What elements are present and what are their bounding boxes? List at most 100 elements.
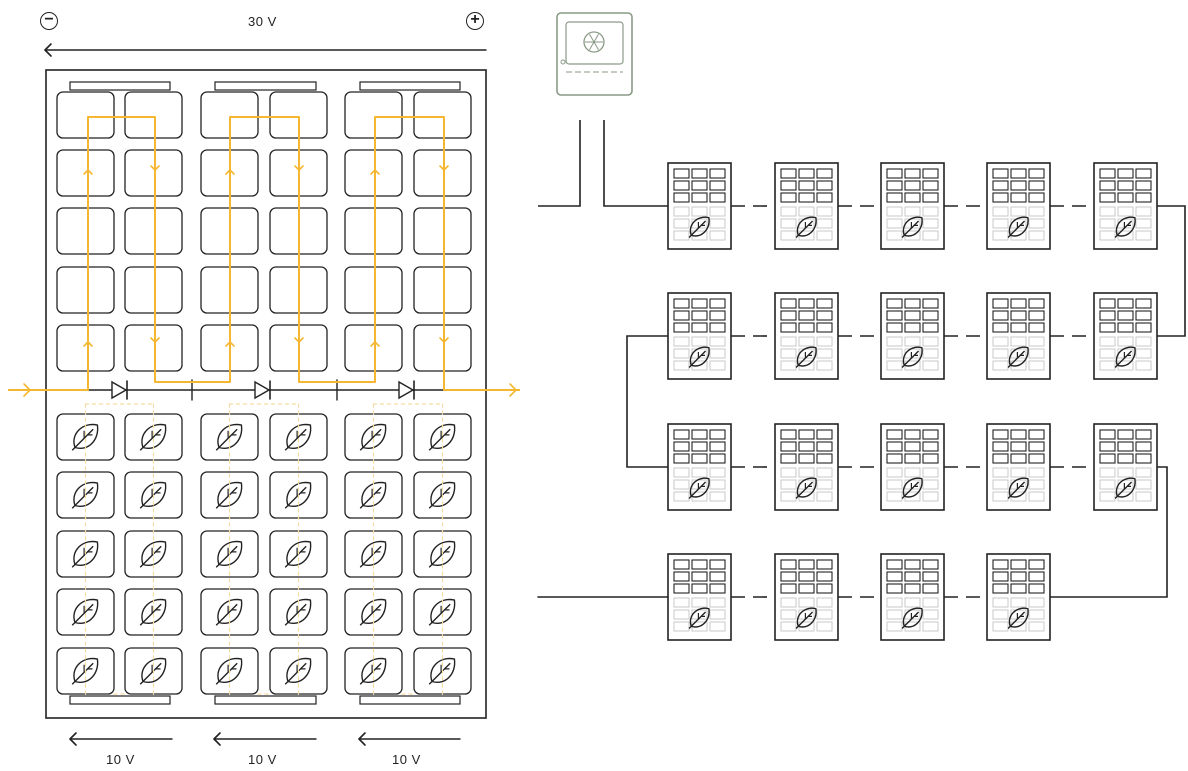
current-up-icon bbox=[370, 341, 380, 347]
module-leaf-icon bbox=[688, 477, 710, 499]
module-r4-c2 bbox=[774, 553, 839, 641]
cell-top-r2-c6 bbox=[413, 149, 472, 197]
cell-leaf-icon bbox=[359, 657, 387, 685]
bottom-busbar-3 bbox=[359, 695, 461, 705]
cell-leaf-icon bbox=[71, 657, 99, 685]
module-leaf-icon bbox=[795, 346, 817, 368]
module-r2-c3 bbox=[880, 292, 945, 380]
module-leaf-icon bbox=[901, 216, 923, 238]
bypass-diode-icon bbox=[254, 380, 271, 400]
module-r2-c5 bbox=[1093, 292, 1158, 380]
current-up-icon bbox=[225, 169, 235, 175]
bypass-diode-icon bbox=[398, 380, 415, 400]
cell-leaf-icon bbox=[284, 657, 312, 685]
module-leaf-icon bbox=[688, 216, 710, 238]
module-r3-c2 bbox=[774, 423, 839, 511]
module-leaf-icon bbox=[1007, 477, 1029, 499]
cell-top-r4-c5 bbox=[344, 266, 403, 314]
module-r3-c1 bbox=[667, 423, 732, 511]
top-busbar-3 bbox=[359, 81, 461, 91]
cell-top-r5-c6 bbox=[413, 324, 472, 372]
module-r1-c3 bbox=[880, 162, 945, 250]
module-leaf-icon bbox=[1007, 346, 1029, 368]
module-leaf-icon bbox=[1114, 216, 1136, 238]
module-r2-c4 bbox=[986, 292, 1051, 380]
inverter-icon bbox=[556, 12, 633, 96]
module-leaf-icon bbox=[1114, 477, 1136, 499]
substring-voltage-arrowhead-icon bbox=[213, 732, 221, 746]
cell-top-r2-c2 bbox=[124, 149, 183, 197]
top-busbar-2 bbox=[214, 81, 317, 91]
current-up-icon bbox=[370, 169, 380, 175]
row-wire-2-3 bbox=[626, 335, 668, 468]
top-busbar-1 bbox=[69, 81, 171, 91]
cell-top-r1-c5 bbox=[344, 91, 403, 139]
cell-leaf-icon bbox=[284, 540, 312, 568]
module-leaf-icon bbox=[688, 607, 710, 629]
module-leaf-icon bbox=[901, 346, 923, 368]
cell-leaf-icon bbox=[139, 657, 167, 685]
current-up-icon bbox=[225, 341, 235, 347]
module-r2-c1 bbox=[667, 292, 732, 380]
cell-top-r5-c1 bbox=[56, 324, 115, 372]
current-down-icon bbox=[294, 337, 304, 343]
cell-top-r5-c2 bbox=[124, 324, 183, 372]
current-down-icon bbox=[150, 165, 160, 171]
cell-top-r4-c1 bbox=[56, 266, 115, 314]
cell-top-r1-c1 bbox=[56, 91, 115, 139]
module-leaf-icon bbox=[795, 607, 817, 629]
current-down-icon bbox=[439, 165, 449, 171]
module-r4-c1 bbox=[667, 553, 732, 641]
module-leaf-icon bbox=[795, 477, 817, 499]
cell-top-r3-c5 bbox=[344, 207, 403, 255]
row-wire-3-4 bbox=[1050, 466, 1168, 598]
module-r1-c4 bbox=[986, 162, 1051, 250]
module-r1-c5 bbox=[1093, 162, 1158, 250]
cell-top-r5-c5 bbox=[344, 324, 403, 372]
current-up-icon bbox=[83, 341, 93, 347]
current-down-icon bbox=[150, 337, 160, 343]
cell-top-r3-c1 bbox=[56, 207, 115, 255]
module-leaf-icon bbox=[1114, 346, 1136, 368]
cell-leaf-icon bbox=[139, 540, 167, 568]
module-r2-c2 bbox=[774, 292, 839, 380]
cell-leaf-icon bbox=[215, 657, 243, 685]
module-leaf-icon bbox=[1007, 607, 1029, 629]
current-down-icon bbox=[294, 165, 304, 171]
cell-leaf-icon bbox=[71, 540, 99, 568]
cell-leaf-icon bbox=[215, 540, 243, 568]
substring-voltage-arrowhead-icon bbox=[358, 732, 366, 746]
cell-leaf-icon bbox=[428, 540, 456, 568]
module-leaf-icon bbox=[1007, 216, 1029, 238]
total-voltage-arrowhead-icon bbox=[44, 43, 52, 57]
current-down-icon bbox=[439, 337, 449, 343]
positive-terminal-icon: + bbox=[466, 12, 484, 30]
cell-leaf-icon bbox=[359, 540, 387, 568]
bypass-diode-icon bbox=[111, 380, 128, 400]
current-in-arrow-icon bbox=[23, 383, 31, 397]
module-r1-c1 bbox=[667, 162, 732, 250]
cell-top-r1-c6 bbox=[413, 91, 472, 139]
bottom-busbar-2 bbox=[214, 695, 317, 705]
inverter-wire-negative bbox=[538, 120, 581, 207]
current-up-icon bbox=[83, 169, 93, 175]
total-voltage-label: 30 V bbox=[248, 14, 277, 29]
current-flow-path bbox=[8, 116, 520, 391]
row-wire-1-2 bbox=[1157, 205, 1186, 337]
cell-leaf-icon bbox=[71, 598, 99, 626]
module-array bbox=[537, 12, 1186, 641]
cell-top-r2-c5 bbox=[344, 149, 403, 197]
module-leaf-icon bbox=[688, 346, 710, 368]
solar-panel bbox=[8, 43, 520, 746]
module-r1-c2 bbox=[774, 162, 839, 250]
module-r3-c4 bbox=[986, 423, 1051, 511]
substring-voltage-label-1: 10 V bbox=[106, 752, 135, 767]
bottom-busbar-1 bbox=[69, 695, 171, 705]
cell-leaf-icon bbox=[428, 657, 456, 685]
cell-top-r4-c6 bbox=[413, 266, 472, 314]
inverter-wire-positive bbox=[603, 120, 668, 207]
cell-top-r3-c6 bbox=[413, 207, 472, 255]
module-r3-c5 bbox=[1093, 423, 1158, 511]
module-leaf-icon bbox=[795, 216, 817, 238]
